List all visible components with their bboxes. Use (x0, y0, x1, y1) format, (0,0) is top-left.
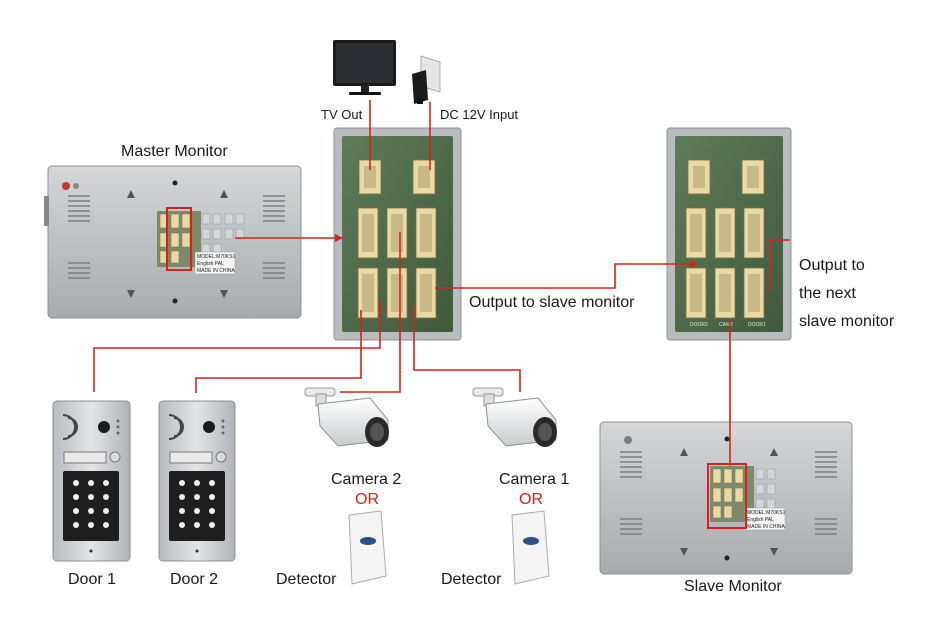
slave-junction-board: DOOR2 CAM2 DOOR1 (666, 127, 792, 341)
label-camera-1: Camera 1 (499, 471, 569, 488)
label-output-next-2: the next (799, 285, 856, 302)
label-camera-2: Camera 2 (331, 471, 401, 488)
master-monitor: MODEL:M70KS1 English PAL MADE IN CHINA (44, 165, 302, 319)
wiring (93, 100, 790, 466)
master-sticker-language: English PAL (197, 261, 224, 267)
wire-camera2 (340, 232, 401, 393)
wire-door2 (195, 310, 362, 393)
detector-1-icon (511, 510, 550, 585)
detector-2-icon (348, 510, 387, 585)
slave-sticker-origin: MADE IN CHINA (747, 524, 785, 530)
label-or-2: OR (355, 491, 379, 508)
label-tv-out: TV Out (321, 107, 363, 122)
camera-1-icon (472, 387, 557, 447)
door-panel-1 (52, 400, 131, 562)
label-master-monitor: Master Monitor (121, 143, 228, 160)
wire-camera1 (413, 306, 521, 392)
label-output-slave: Output to slave monitor (469, 294, 635, 311)
label-dc-input: DC 12V Input (440, 107, 518, 122)
board-label-door1: DOOR1 (748, 322, 766, 328)
label-output-next-1: Output to (799, 257, 865, 274)
wire-arrowheads (335, 234, 698, 268)
master-sticker-model: MODEL:M70KS1 (197, 254, 236, 260)
label-door-1: Door 1 (68, 571, 116, 588)
wire-door1 (93, 300, 381, 392)
label-slave-monitor: Slave Monitor (684, 578, 782, 595)
label-door-2: Door 2 (170, 571, 218, 588)
slave-monitor: MODEL:M70KS1 English PAL MADE IN CHINA (599, 421, 853, 575)
label-detector-2: Detector (276, 571, 337, 588)
label-output-next-3: slave monitor (799, 313, 895, 330)
tv-icon (333, 40, 396, 95)
board-label-cam2: CAM2 (719, 322, 733, 328)
power-adapter-icon (412, 55, 441, 104)
wire-next-slave (769, 239, 790, 290)
slave-sticker-language: English PAL (747, 517, 774, 523)
label-detector-1: Detector (441, 571, 502, 588)
wire-board-to-slave-board (435, 263, 690, 289)
door-panel-2 (158, 400, 236, 562)
board-label-door2: DOOR2 (690, 322, 708, 328)
slave-sticker-model: MODEL:M70KS1 (747, 510, 786, 516)
camera-2-icon (304, 387, 389, 447)
label-or-1: OR (519, 491, 543, 508)
master-junction-board (333, 127, 462, 341)
master-sticker-origin: MADE IN CHINA (197, 268, 235, 274)
